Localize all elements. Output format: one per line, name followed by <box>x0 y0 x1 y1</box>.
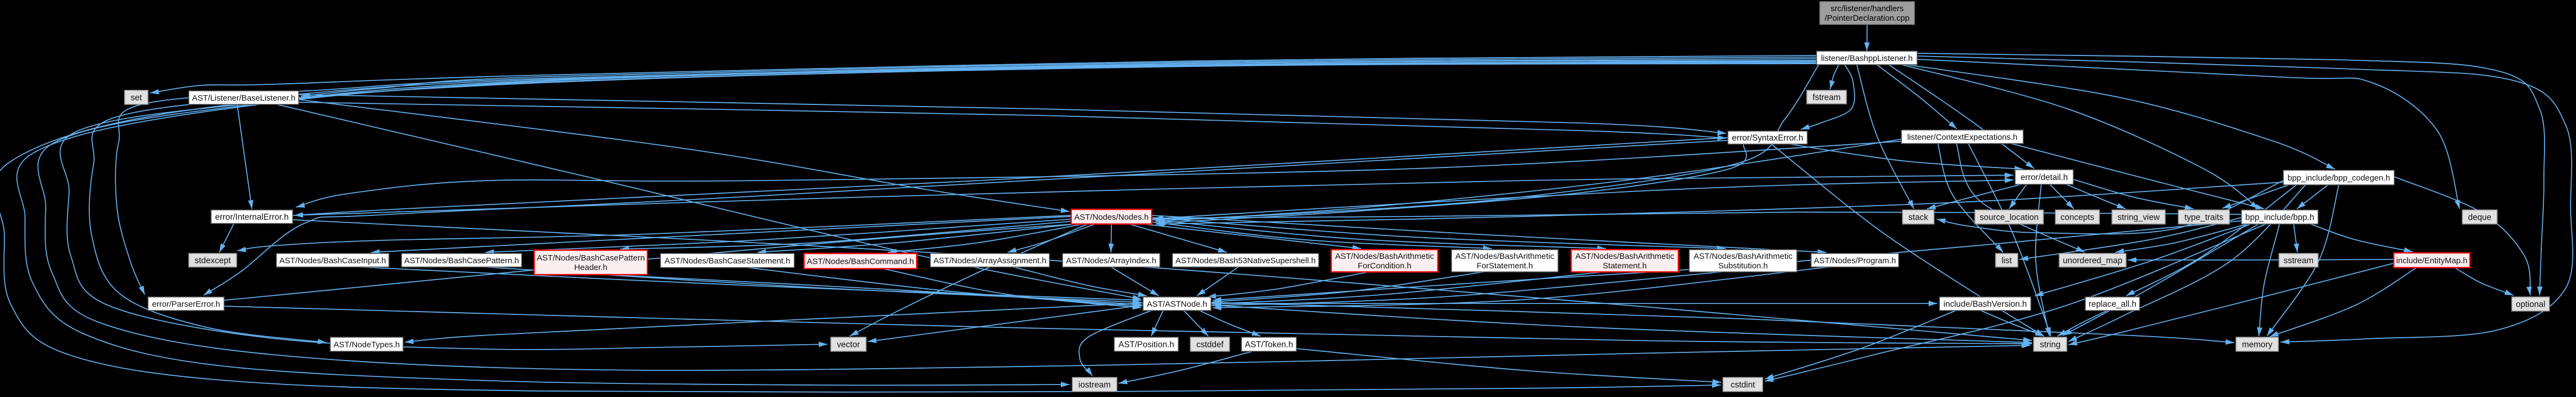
svg-text:optional: optional <box>2516 300 2545 309</box>
svg-text:AST/Nodes/ArrayAssignment.h: AST/Nodes/ArrayAssignment.h <box>934 256 1047 265</box>
svg-text:AST/Nodes/BashCasePattern: AST/Nodes/BashCasePattern <box>537 253 645 263</box>
svg-text:AST/NodeTypes.h: AST/NodeTypes.h <box>333 340 400 349</box>
svg-text:AST/Nodes/BashArithmetic: AST/Nodes/BashArithmetic <box>1455 252 1554 261</box>
svg-text:Statement.h: Statement.h <box>1603 262 1647 271</box>
svg-text:listener/ContextExpectations.h: listener/ContextExpectations.h <box>1907 133 2018 142</box>
svg-text:error/InternalError.h: error/InternalError.h <box>215 213 288 222</box>
svg-text:error/detail.h: error/detail.h <box>2021 173 2068 182</box>
svg-text:string: string <box>2040 340 2061 350</box>
svg-text:iostream: iostream <box>1078 381 1110 390</box>
svg-text:AST/Nodes/BashArithmetic: AST/Nodes/BashArithmetic <box>1694 252 1793 261</box>
svg-text:AST/ASTNode.h: AST/ASTNode.h <box>1147 300 1207 309</box>
svg-text:bpp_include/bpp_codegen.h: bpp_include/bpp_codegen.h <box>2288 173 2390 183</box>
svg-text:source_location: source_location <box>1980 213 2039 222</box>
svg-text:vector: vector <box>837 340 860 350</box>
svg-text:AST/Nodes/BashArithmetic: AST/Nodes/BashArithmetic <box>1335 252 1434 261</box>
svg-text:AST/Nodes/BashArithmetic: AST/Nodes/BashArithmetic <box>1576 252 1675 261</box>
svg-text:AST/Nodes/BashCaseStatement.h: AST/Nodes/BashCaseStatement.h <box>665 256 790 265</box>
svg-text:memory: memory <box>2242 340 2272 350</box>
svg-text:list: list <box>2002 256 2012 265</box>
svg-text:ForCondition.h: ForCondition.h <box>1358 262 1411 271</box>
svg-text:cstdint: cstdint <box>1731 381 1755 390</box>
svg-text:AST/Nodes/BashCommand.h: AST/Nodes/BashCommand.h <box>807 257 914 266</box>
svg-text:AST/Nodes/Program.h: AST/Nodes/Program.h <box>1814 256 1896 265</box>
svg-text:include/BashVersion.h: include/BashVersion.h <box>1943 300 2027 309</box>
svg-text:fstream: fstream <box>1813 93 1841 102</box>
svg-text:AST/Nodes/Nodes.h: AST/Nodes/Nodes.h <box>1074 213 1149 222</box>
svg-text:AST/Nodes/BashCaseInput.h: AST/Nodes/BashCaseInput.h <box>280 256 386 265</box>
svg-text:listener/BashppListener.h: listener/BashppListener.h <box>1821 54 1912 63</box>
svg-text:include/EntityMap.h: include/EntityMap.h <box>2396 256 2468 265</box>
svg-text:AST/Token.h: AST/Token.h <box>1245 340 1293 350</box>
svg-text:string_view: string_view <box>2117 213 2160 222</box>
svg-text:sstream: sstream <box>2283 256 2313 265</box>
svg-text:ForStatement.h: ForStatement.h <box>1477 262 1533 271</box>
svg-text:AST/Nodes/Bash53NativeSupershe: AST/Nodes/Bash53NativeSupershell.h <box>1176 256 1316 265</box>
svg-text:unordered_map: unordered_map <box>2063 256 2122 265</box>
svg-text:AST/Nodes/BashCasePattern.h: AST/Nodes/BashCasePattern.h <box>404 256 519 265</box>
svg-text:src/listener/handlers: src/listener/handlers <box>1831 4 1904 14</box>
svg-text:replace_all.h: replace_all.h <box>2089 300 2136 309</box>
svg-text:cstddef: cstddef <box>1196 340 1224 350</box>
svg-text:deque: deque <box>2468 213 2491 222</box>
svg-text:concepts: concepts <box>2060 213 2094 222</box>
svg-text:AST/Nodes/ArrayIndex.h: AST/Nodes/ArrayIndex.h <box>1066 256 1157 265</box>
svg-text:/PointerDeclaration.cpp: /PointerDeclaration.cpp <box>1825 14 1910 23</box>
svg-text:error/SyntaxError.h: error/SyntaxError.h <box>1732 134 1803 143</box>
svg-text:bpp_include/bpp.h: bpp_include/bpp.h <box>2245 213 2314 222</box>
svg-text:type_traits: type_traits <box>2184 213 2223 222</box>
svg-text:error/ParserError.h: error/ParserError.h <box>152 300 220 309</box>
svg-text:AST/Listener/BaseListener.h: AST/Listener/BaseListener.h <box>192 94 295 103</box>
svg-text:Substitution.h: Substitution.h <box>1719 262 1768 271</box>
svg-text:stack: stack <box>1908 213 1928 222</box>
svg-text:AST/Position.h: AST/Position.h <box>1119 340 1175 350</box>
svg-text:stdexcept: stdexcept <box>195 256 231 265</box>
svg-text:Header.h: Header.h <box>574 263 608 272</box>
svg-text:set: set <box>131 94 142 103</box>
